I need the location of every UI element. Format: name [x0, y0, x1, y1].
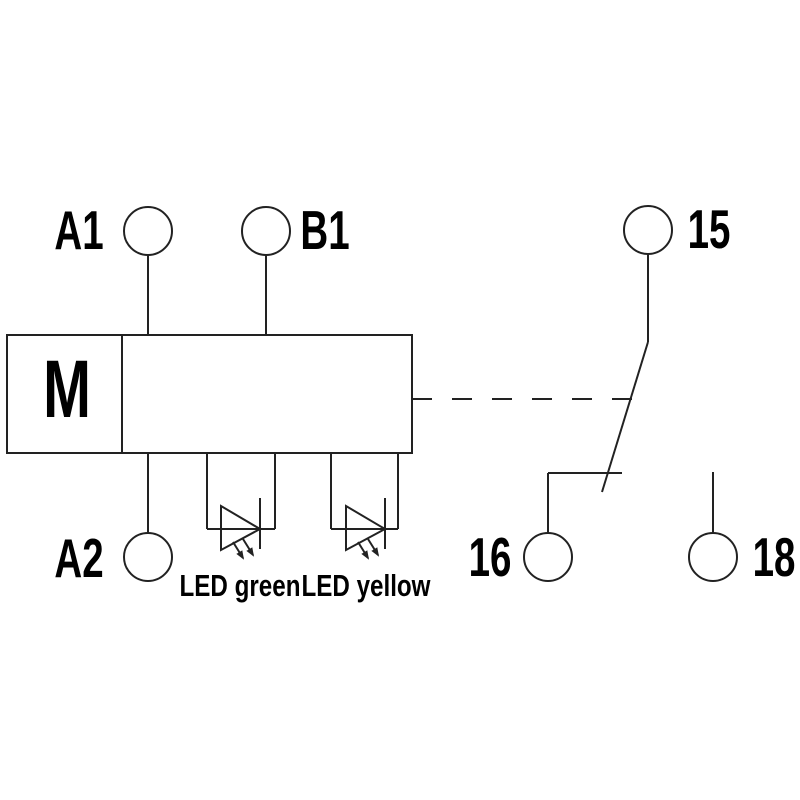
contact-arm: [601, 341, 649, 493]
terminal-15-circle: [623, 205, 673, 255]
module-body-outline: [6, 334, 413, 454]
led-yellow-emission-arrow-1: [357, 541, 370, 560]
led-green-diode-triangle: [220, 504, 263, 552]
led-yellow-symbol: [330, 453, 399, 560]
led-green-symbol: [206, 453, 276, 560]
terminal-16-circle: [523, 532, 573, 582]
terminal-b1-circle: [241, 206, 291, 256]
led-green-emission-arrow-1: [232, 541, 245, 560]
terminal-a2-circle: [123, 532, 173, 582]
terminal-18-circle: [688, 532, 738, 582]
terminal-a1-circle: [123, 206, 173, 256]
led-yellow-diode-triangle: [345, 504, 388, 552]
led-yellow-emission-arrow-2: [367, 538, 380, 557]
changeover-contact: [547, 254, 714, 533]
led-green-emission-arrow-2: [242, 538, 255, 557]
